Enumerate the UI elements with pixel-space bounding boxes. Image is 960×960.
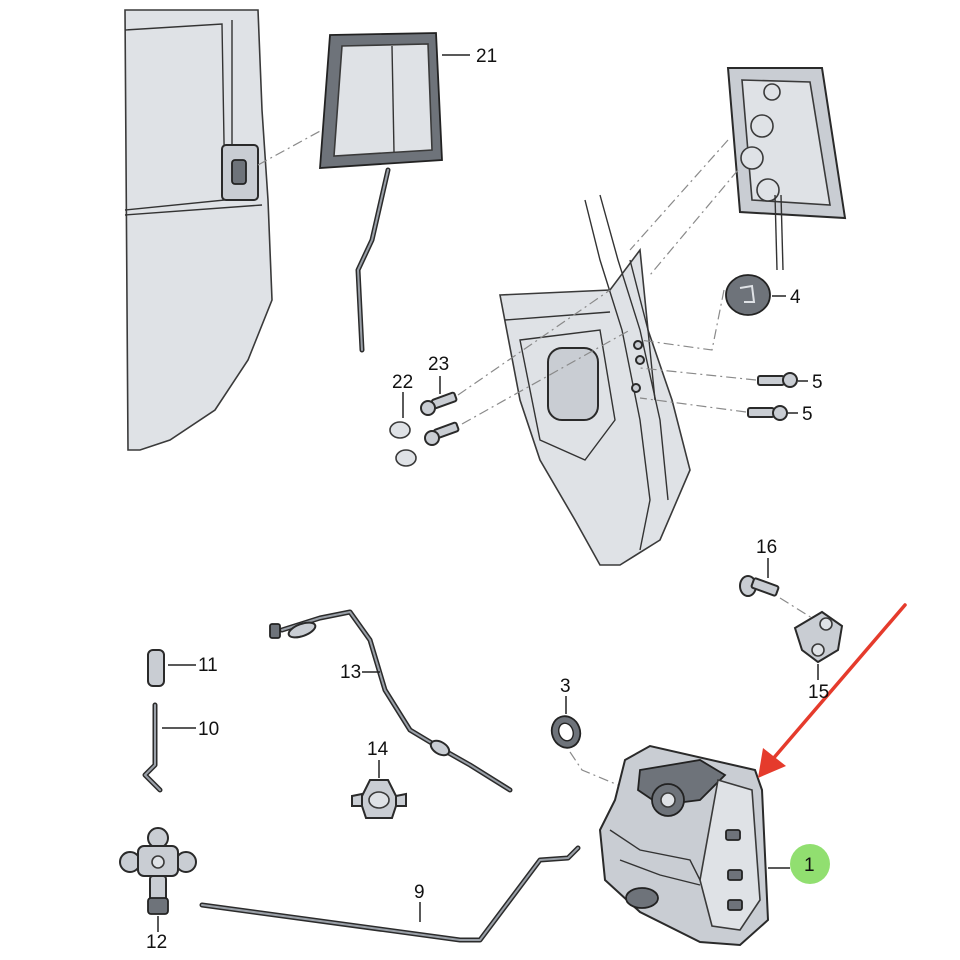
screw-5a bbox=[639, 367, 808, 388]
callout-9: 9 bbox=[414, 882, 425, 903]
striker-plate bbox=[629, 67, 847, 276]
callout-3: 3 bbox=[560, 676, 571, 697]
part-13-cable bbox=[269, 609, 513, 793]
callout-22: 22 bbox=[392, 372, 413, 393]
callout-16: 16 bbox=[756, 537, 777, 558]
callout-13: 13 bbox=[340, 662, 361, 683]
part-4-cap bbox=[639, 274, 786, 351]
part-14-clip bbox=[351, 760, 407, 819]
part-3-grommet bbox=[550, 696, 631, 791]
part-5-screws bbox=[639, 367, 808, 421]
highlight-badge bbox=[790, 844, 830, 884]
callout-10: 10 bbox=[198, 719, 219, 740]
callout-21: 21 bbox=[476, 46, 497, 67]
part-16-bolt bbox=[739, 558, 813, 619]
callout-15: 15 bbox=[808, 682, 829, 703]
part-10-rod bbox=[142, 702, 196, 793]
part-15-plate bbox=[793, 610, 844, 680]
part-1-door-lock bbox=[598, 744, 790, 947]
callout-23: 23 bbox=[428, 354, 449, 375]
part-22-plugs bbox=[389, 392, 417, 467]
part-9-rod bbox=[199, 845, 581, 943]
callout-5-upper: 5 bbox=[812, 372, 823, 393]
callout-4: 4 bbox=[790, 287, 801, 308]
part-21-interior-handle bbox=[257, 32, 470, 353]
callout-11: 11 bbox=[198, 655, 218, 676]
callout-12: 12 bbox=[146, 932, 167, 953]
part-11-pin bbox=[147, 649, 196, 687]
door-panel bbox=[124, 9, 273, 451]
part-12-knob bbox=[119, 827, 197, 932]
highlight-arrow bbox=[758, 603, 907, 778]
door-frame bbox=[499, 194, 691, 566]
callout-1: 1 bbox=[804, 855, 815, 876]
callout-5-lower: 5 bbox=[802, 404, 813, 425]
part-23-screws bbox=[420, 289, 631, 446]
callout-14: 14 bbox=[367, 739, 389, 760]
screw-5b bbox=[639, 397, 798, 421]
